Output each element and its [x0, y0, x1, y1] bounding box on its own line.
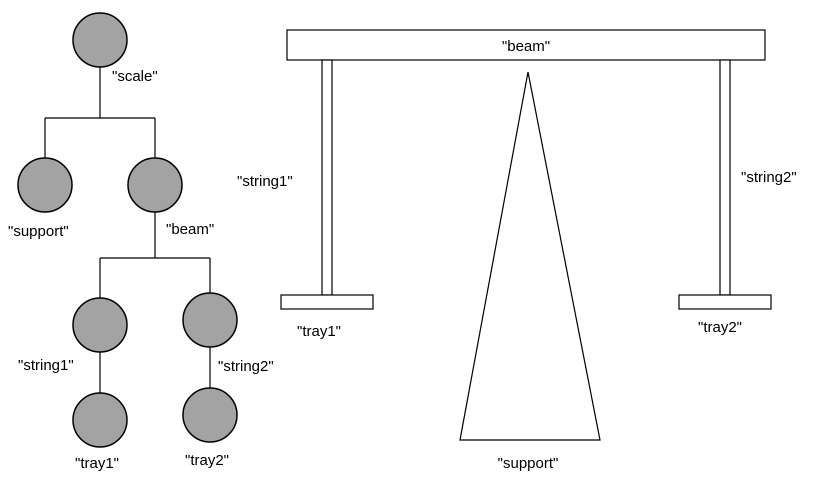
drawing-tray1 [280, 294, 374, 310]
drawing-label-tray1: "tray1" [297, 323, 341, 340]
drawing-label-tray2: "tray2" [698, 319, 742, 336]
drawing-string1 [321, 59, 333, 296]
drawing-tray2 [678, 294, 772, 310]
tree-label-scale: "scale" [112, 68, 158, 85]
tree-label-tray1: "tray1" [75, 455, 119, 472]
tree-node-support [17, 157, 73, 213]
drawing-label-string1: "string1" [237, 173, 293, 190]
tree-label-support: "support" [8, 223, 69, 240]
tree-label-beam: "beam" [166, 221, 214, 238]
tree-node-string1 [72, 297, 128, 353]
tree-node-tray1 [72, 392, 128, 448]
tree-node-scale [72, 12, 128, 68]
tree-label-tray2: "tray2" [185, 452, 229, 469]
drawing-label-support: "support" [498, 455, 559, 472]
drawing-string2 [719, 59, 731, 296]
drawing-label-string2: "string2" [741, 169, 797, 186]
drawing-label-beam: "beam" [502, 38, 550, 55]
tree-node-tray2 [182, 387, 238, 443]
tree-label-string2: "string2" [218, 358, 274, 375]
tree-node-beam [127, 157, 183, 213]
drawing-support-triangle [459, 71, 601, 441]
tree-node-string2 [182, 292, 238, 348]
tree-label-string1: "string1" [18, 357, 74, 374]
drawing-beam [286, 29, 766, 61]
